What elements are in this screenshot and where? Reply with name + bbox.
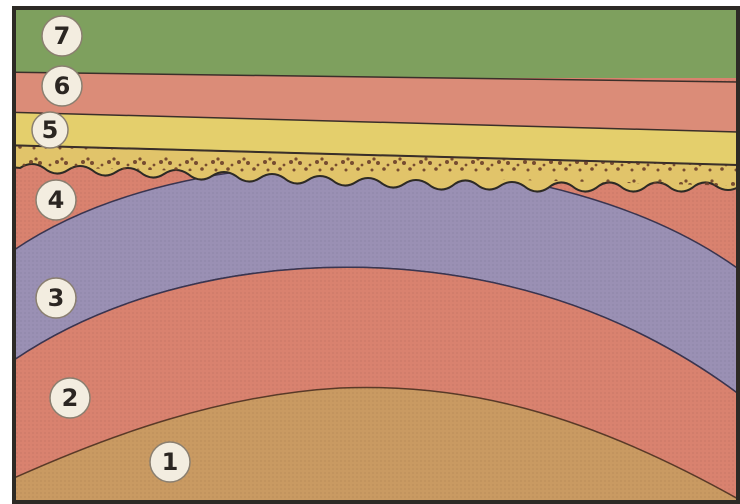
label-7: 7 [42,16,82,56]
label-4: 4 [36,180,76,220]
label-3: 3 [36,278,76,318]
label-3-text: 3 [48,284,65,312]
label-5: 5 [32,112,68,148]
label-4-text: 4 [48,186,65,214]
label-6-text: 6 [54,72,71,100]
label-1-text: 1 [162,448,179,476]
label-1: 1 [150,442,190,482]
layer-7 [0,8,740,78]
label-2: 2 [50,378,90,418]
label-6: 6 [42,66,82,106]
label-2-text: 2 [62,384,79,412]
label-5-text: 5 [42,116,59,144]
label-7-text: 7 [54,22,71,50]
